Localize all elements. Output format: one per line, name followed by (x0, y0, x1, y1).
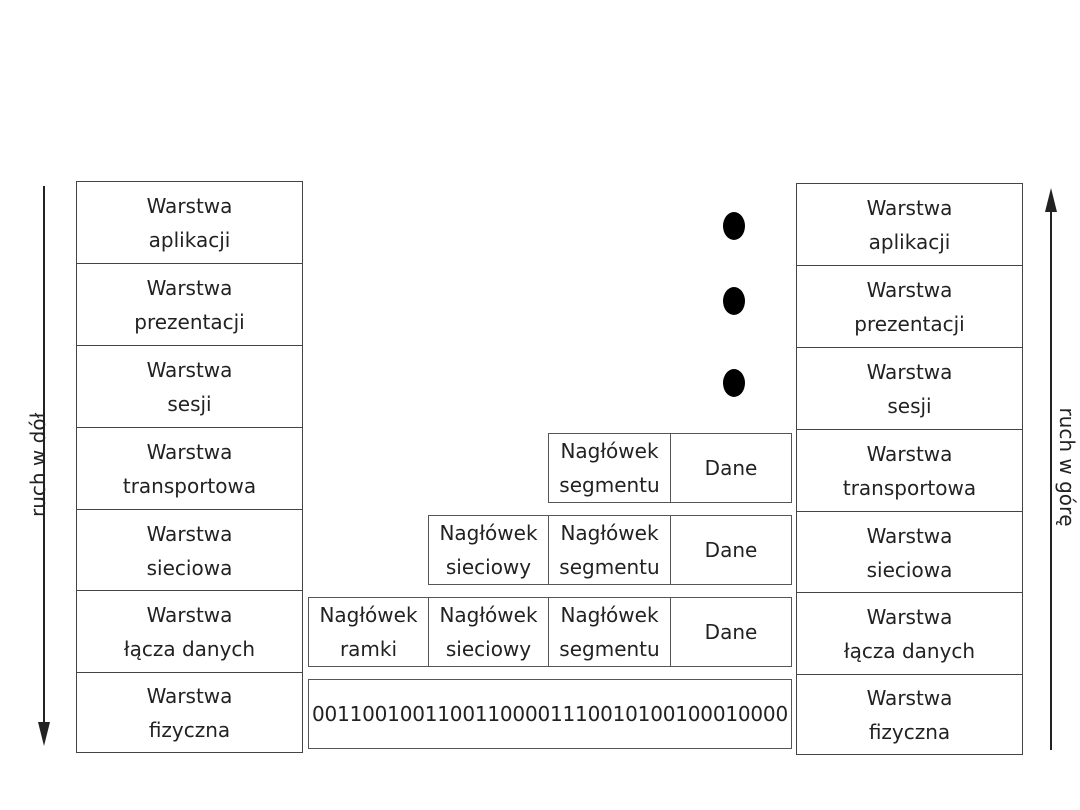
down-arrow (38, 186, 50, 746)
layer-label: Warstwa prezentacji (134, 275, 245, 334)
layer-label: Warstwa fizyczna (866, 685, 953, 744)
up-direction-label: ruch w górę (1055, 407, 1079, 527)
right-layer-session: Warstwa sesji (796, 347, 1023, 430)
frame-header-label: Nagłówek ramki (319, 603, 418, 661)
layer-label: Warstwa transportowa (842, 441, 977, 500)
data-cell: Dane (671, 598, 791, 666)
network-header-label: Nagłówek sieciowy (439, 603, 538, 661)
layer-label: Warstwa sieciowa (146, 521, 233, 580)
ellipsis-dot (723, 287, 745, 315)
right-layer-physical: Warstwa fizyczna (796, 674, 1023, 755)
down-direction-label: ruch w dół (26, 412, 50, 517)
layer-label: Warstwa sesji (146, 357, 233, 416)
network-header-label: Nagłówek sieciowy (439, 521, 538, 579)
layer-label: Warstwa aplikacji (866, 195, 953, 254)
right-layer-presentation: Warstwa prezentacji (796, 265, 1023, 348)
layer-label: Warstwa sieciowa (866, 523, 953, 582)
segment-header-label: Nagłówek segmentu (559, 521, 660, 579)
right-layer-network: Warstwa sieciowa (796, 511, 1023, 594)
segment-header-cell: Nagłówek segmentu (549, 598, 671, 666)
right-layer-transport: Warstwa transportowa (796, 429, 1023, 512)
data-label: Dane (704, 456, 758, 480)
up-arrow (1045, 188, 1057, 750)
segment-header-cell: Nagłówek segmentu (549, 516, 671, 584)
data-label: Dane (704, 538, 758, 562)
network-header-cell: Nagłówek sieciowy (429, 598, 549, 666)
data-cell: Dane (671, 434, 791, 502)
frame-header-cell: Nagłówek ramki (309, 598, 429, 666)
right-layer-application: Warstwa aplikacji (796, 183, 1023, 266)
layer-label: Warstwa łącza danych (843, 604, 976, 663)
network-packet: Nagłówek sieciowy Nagłówek segmentu Dane (428, 515, 792, 585)
data-cell: Dane (671, 516, 791, 584)
layer-label: Warstwa łącza danych (123, 602, 256, 661)
layer-label: Warstwa transportowa (122, 439, 257, 498)
left-layer-presentation: Warstwa prezentacji (76, 263, 303, 346)
left-layer-datalink: Warstwa łącza danych (76, 590, 303, 673)
segment-header-label: Nagłówek segmentu (559, 603, 660, 661)
layer-label: Warstwa sesji (866, 359, 953, 418)
data-label: Dane (704, 620, 758, 644)
ellipsis-dot (723, 369, 745, 397)
datalink-packet: Nagłówek ramki Nagłówek sieciowy Nagłówe… (308, 597, 792, 667)
right-layer-datalink: Warstwa łącza danych (796, 592, 1023, 675)
segment-header-label: Nagłówek segmentu (559, 439, 660, 497)
left-layer-physical: Warstwa fizyczna (76, 672, 303, 753)
layer-label: Warstwa prezentacji (854, 277, 965, 336)
ellipsis-dot (723, 212, 745, 240)
network-header-cell: Nagłówek sieciowy (429, 516, 549, 584)
left-layer-transport: Warstwa transportowa (76, 427, 303, 510)
physical-bitstream: 00110010011001100001110010100100010000 (308, 679, 792, 749)
layer-label: Warstwa aplikacji (146, 193, 233, 252)
transport-packet: Nagłówek segmentu Dane (548, 433, 792, 503)
bitstream-label: 00110010011001100001110010100100010000 (312, 702, 788, 726)
left-layer-application: Warstwa aplikacji (76, 181, 303, 264)
segment-header-cell: Nagłówek segmentu (549, 434, 671, 502)
left-layer-network: Warstwa sieciowa (76, 509, 303, 592)
layer-label: Warstwa fizyczna (146, 683, 233, 742)
